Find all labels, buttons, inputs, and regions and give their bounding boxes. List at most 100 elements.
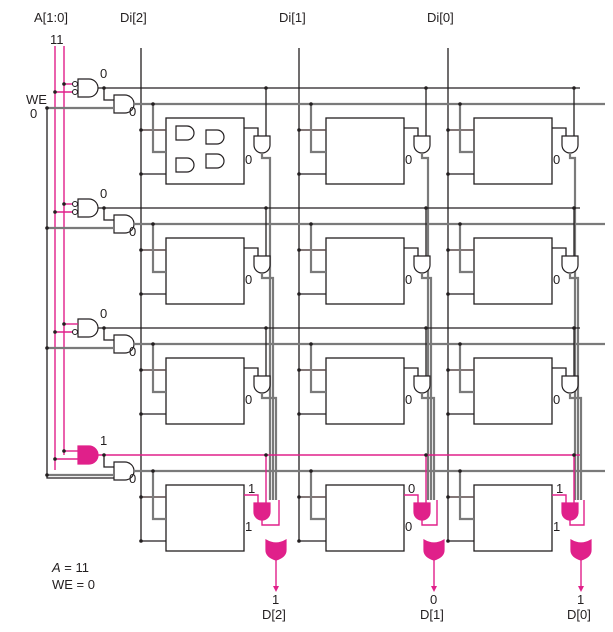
write-to-cell-wire [458, 104, 474, 154]
junction-dot [53, 210, 57, 214]
read-bus-wire [420, 153, 430, 500]
junction-dot [297, 539, 301, 543]
junction-dot [264, 86, 268, 90]
write-to-cell-wire [151, 104, 166, 154]
read-bus-wire [568, 273, 580, 500]
we-value: 0 [30, 106, 37, 121]
junction-dot [151, 102, 155, 106]
output-or-gate [570, 538, 592, 561]
inverter-bubble [72, 329, 78, 335]
read-and-gate [561, 502, 579, 521]
decoder-and-gate [77, 198, 99, 218]
output-label: D[1] [420, 607, 444, 622]
read-and-value: 1 [553, 519, 560, 534]
nand-gate [175, 157, 195, 173]
output-2: 1D[0] [567, 538, 592, 622]
junction-dot [458, 222, 462, 226]
junction-dot [458, 102, 462, 106]
junction-dot [458, 342, 462, 346]
output-value: 1 [272, 592, 279, 607]
bit-cell-box [473, 484, 553, 552]
junction-dot [139, 539, 143, 543]
output-1: 0D[1] [420, 538, 445, 622]
output-arrow-icon [578, 586, 584, 592]
junction-dot [446, 539, 450, 543]
read-and-value: 0 [245, 272, 252, 287]
cell-output-wire [404, 247, 419, 256]
junction-dot [62, 449, 66, 453]
write-to-cell-wire [458, 471, 474, 521]
wordline-to-we-and [103, 455, 114, 468]
junction-dot [139, 292, 143, 296]
wordline-to-we-and [103, 328, 114, 341]
junction-dot [458, 469, 462, 473]
junction-dot [297, 292, 301, 296]
nand-gate [205, 153, 225, 169]
junction-dot [309, 469, 313, 473]
read-and-gate [561, 375, 579, 394]
memory-cell-0-1: 0 [297, 86, 431, 500]
junction-dot [297, 128, 301, 132]
junction-dot [446, 292, 450, 296]
memory-cell-1-0: 0 [139, 206, 275, 500]
write-enable-and-gate [113, 461, 135, 481]
decoder-and-gate [77, 78, 99, 98]
junction-dot [139, 128, 143, 132]
junction-dot [297, 495, 301, 499]
memory-cell-2-0: 0 [139, 326, 278, 500]
read-bus-wire [420, 273, 433, 500]
read-and-gate [253, 255, 271, 274]
inverter-bubble [72, 201, 78, 207]
cell-output-wire [244, 247, 259, 256]
address-label: A[1:0] [34, 10, 68, 25]
wordline-to-we-and [103, 88, 114, 101]
junction-dot [424, 206, 428, 210]
nand-gate [175, 125, 195, 141]
junction-dot [139, 412, 143, 416]
bit-cell-box [325, 357, 405, 425]
junction-dot [62, 202, 66, 206]
decoder-and-gate [77, 318, 99, 338]
write-enable-and-gate [113, 94, 135, 114]
junction-dot [446, 172, 450, 176]
junction-dot [264, 453, 268, 457]
cell-output-wire [404, 494, 419, 503]
output-value: 1 [577, 592, 584, 607]
decoder-and-gate [77, 445, 99, 465]
read-and-value: 0 [553, 152, 560, 167]
latch-detail [175, 125, 225, 173]
read-and-value: 0 [405, 519, 412, 534]
read-bus-wire [420, 393, 436, 500]
read-and-gate [561, 135, 579, 154]
memory-cell-0-2: 0 [446, 86, 579, 500]
junction-dot [297, 248, 301, 252]
cell-output-wire [552, 127, 567, 136]
junction-dot [45, 346, 49, 350]
write-to-cell-wire [458, 344, 474, 394]
memory-cell-3-1: 00 [297, 453, 438, 552]
junction-dot [45, 106, 49, 110]
junction-dot [139, 172, 143, 176]
we-and-value: 0 [129, 471, 136, 486]
cell-output-wire [244, 127, 259, 136]
wordline-value: 1 [100, 433, 107, 448]
read-bus-wire [261, 500, 280, 526]
din-2-label: Di[2] [120, 10, 147, 25]
junction-dot [151, 342, 155, 346]
read-bus-wire [260, 273, 275, 500]
we-and-value: 0 [129, 104, 136, 119]
inverter-bubble [72, 89, 78, 95]
read-and-value: 1 [245, 519, 252, 534]
bit-cell-box [325, 117, 405, 185]
write-to-cell-wire [458, 224, 474, 274]
bit-cell-box [325, 484, 405, 552]
din-1-label: Di[1] [279, 10, 306, 25]
wordline-value: 0 [100, 306, 107, 321]
summary-address-text: = 11 [61, 560, 89, 575]
read-and-value: 0 [405, 152, 412, 167]
junction-dot [572, 453, 576, 457]
